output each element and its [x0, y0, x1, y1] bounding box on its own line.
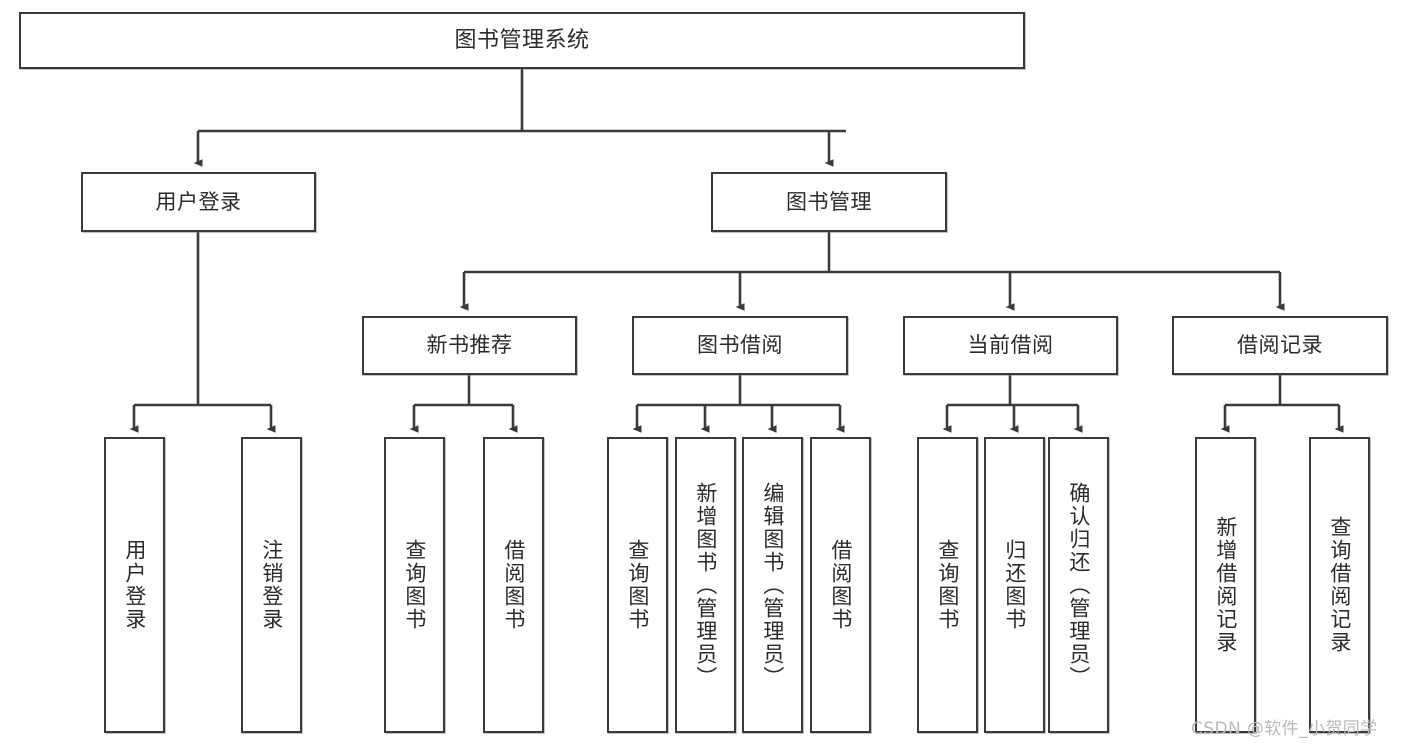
- leaf-add-borrow-record[interactable]: 新增借阅记录: [1195, 437, 1256, 733]
- leaf-query-borrow-record[interactable]: 查询借阅记录: [1309, 437, 1370, 733]
- leaf-borrow-book-recommend[interactable]: 借阅图书: [483, 437, 544, 733]
- leaf-return-book[interactable]: 归还图书: [984, 437, 1045, 733]
- node-current-borrow[interactable]: 当前借阅: [903, 316, 1118, 375]
- node-label: 确认归还（管理员）: [1066, 481, 1091, 689]
- leaf-edit-book-admin[interactable]: 编辑图书（管理员）: [742, 437, 803, 733]
- node-root[interactable]: 图书管理系统: [19, 12, 1025, 69]
- leaf-query-book-recommend[interactable]: 查询图书: [384, 437, 445, 733]
- node-borrow-record[interactable]: 借阅记录: [1172, 316, 1388, 375]
- node-label: 图书借阅: [697, 333, 783, 358]
- node-book-management[interactable]: 图书管理: [711, 172, 947, 232]
- node-label: 查询图书: [625, 539, 650, 631]
- watermark: CSDN @软件_小贺同学: [1191, 719, 1378, 739]
- leaf-add-book-admin[interactable]: 新增图书（管理员）: [675, 437, 736, 733]
- node-label: 新增借阅记录: [1213, 516, 1238, 654]
- leaf-user-login[interactable]: 用户登录: [104, 437, 165, 733]
- leaf-borrow-book[interactable]: 借阅图书: [810, 437, 871, 733]
- node-label: 图书管理: [786, 189, 872, 214]
- node-label: 用户登录: [155, 189, 242, 214]
- node-label: 编辑图书（管理员）: [760, 481, 785, 689]
- node-label: 借阅图书: [828, 539, 853, 631]
- node-book-borrow[interactable]: 图书借阅: [632, 316, 848, 375]
- node-user-login[interactable]: 用户登录: [81, 172, 316, 232]
- node-label: 查询图书: [402, 539, 427, 631]
- node-label: 新书推荐: [426, 333, 513, 358]
- node-label: 归还图书: [1002, 539, 1027, 631]
- leaf-query-book-current[interactable]: 查询图书: [917, 437, 978, 733]
- node-label: 查询图书: [935, 539, 960, 631]
- leaf-query-book-borrow[interactable]: 查询图书: [607, 437, 668, 733]
- leaf-confirm-return-admin[interactable]: 确认归还（管理员）: [1048, 437, 1109, 733]
- node-label: 图书管理系统: [454, 27, 590, 53]
- leaf-logout[interactable]: 注销登录: [241, 437, 302, 733]
- node-label: 查询借阅记录: [1327, 516, 1352, 654]
- node-label: 借阅记录: [1237, 333, 1323, 358]
- node-label: 新增图书（管理员）: [693, 481, 718, 689]
- node-label: 注销登录: [259, 539, 284, 631]
- node-label: 借阅图书: [501, 539, 526, 631]
- node-label: 用户登录: [122, 539, 147, 631]
- node-new-book-recommend[interactable]: 新书推荐: [362, 316, 577, 375]
- node-label: 当前借阅: [967, 333, 1054, 358]
